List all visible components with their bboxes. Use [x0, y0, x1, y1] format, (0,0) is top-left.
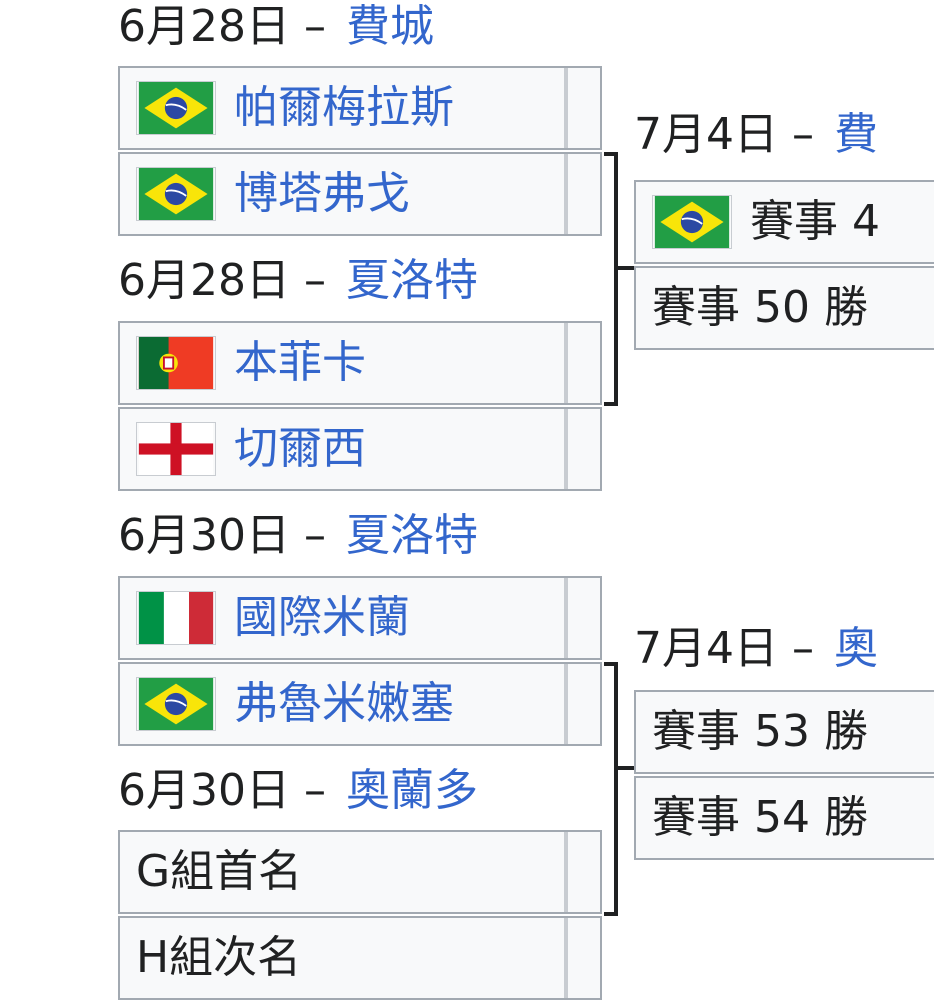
team-row: H組次名	[118, 916, 602, 1000]
date-separator: –	[792, 623, 814, 674]
match-date-header: 7月4日 – 費	[634, 110, 878, 160]
brazil-flag-icon	[136, 81, 216, 135]
match-date: 6月28日	[118, 255, 290, 306]
score-cell	[564, 323, 600, 403]
team-link[interactable]: 弗魯米嫩塞	[234, 678, 454, 729]
team-row: 賽事 53 勝	[634, 690, 934, 774]
england-flag-icon	[136, 422, 216, 476]
team-placeholder: 賽事 54 勝	[652, 792, 868, 843]
score-cell	[564, 68, 600, 148]
match-date: 6月30日	[118, 510, 290, 561]
match-date-header: 6月30日 – 奧蘭多	[118, 766, 478, 816]
match-date-header: 6月28日 – 費城	[118, 2, 434, 52]
match-table: 賽事 4 賽事 50 勝	[634, 180, 934, 350]
brazil-flag-icon	[652, 195, 732, 249]
team-row: 本菲卡	[118, 321, 602, 405]
team-link[interactable]: 切爾西	[234, 423, 366, 474]
team-placeholder: G組首名	[136, 846, 303, 897]
score-cell	[564, 154, 600, 234]
match-date: 7月4日	[634, 623, 778, 674]
italy-flag-icon	[136, 591, 216, 645]
match-date: 7月4日	[634, 109, 778, 160]
team-row: 博塔弗戈	[118, 152, 602, 236]
team-row: G組首名	[118, 830, 602, 914]
team-link[interactable]: 國際米蘭	[234, 592, 410, 643]
score-cell	[564, 578, 600, 658]
match-date-header: 6月30日 – 夏洛特	[118, 511, 478, 561]
bracket-connector	[604, 152, 618, 406]
score-cell	[564, 409, 600, 489]
venue-link[interactable]: 夏洛特	[345, 255, 478, 306]
team-link[interactable]: 帕爾梅拉斯	[234, 82, 454, 133]
team-row: 國際米蘭	[118, 576, 602, 660]
team-row: 賽事 4	[634, 180, 934, 264]
score-cell	[564, 918, 600, 998]
date-separator: –	[303, 255, 326, 306]
team-placeholder: 賽事 4	[750, 196, 880, 247]
score-cell	[564, 832, 600, 912]
team-placeholder: H組次名	[136, 932, 302, 983]
bracket-connector	[604, 662, 618, 916]
team-row: 切爾西	[118, 407, 602, 491]
venue-link[interactable]: 奧	[834, 623, 878, 674]
venue-link[interactable]: 夏洛特	[345, 510, 478, 561]
match-date-header: 7月4日 – 奧	[634, 624, 878, 674]
date-separator: –	[303, 1, 326, 52]
date-separator: –	[792, 109, 814, 160]
team-link[interactable]: 本菲卡	[234, 337, 366, 388]
date-separator: –	[303, 765, 326, 816]
tournament-bracket: 6月28日 – 費城 帕爾梅拉斯 博塔弗戈 6月28	[118, 2, 934, 1000]
team-placeholder: 賽事 53 勝	[652, 706, 868, 757]
match-table: 本菲卡 切爾西	[118, 321, 602, 491]
venue-link[interactable]: 費城	[345, 1, 434, 52]
match-date-header: 6月28日 – 夏洛特	[118, 256, 478, 306]
team-row: 弗魯米嫩塞	[118, 662, 602, 746]
venue-link[interactable]: 費	[834, 109, 878, 160]
score-cell	[564, 664, 600, 744]
brazil-flag-icon	[136, 677, 216, 731]
team-link[interactable]: 博塔弗戈	[234, 168, 410, 219]
match-date: 6月28日	[118, 1, 290, 52]
match-table: G組首名 H組次名	[118, 830, 602, 1000]
match-table: 國際米蘭 弗魯米嫩塞	[118, 576, 602, 746]
match-date: 6月30日	[118, 765, 290, 816]
bracket-stem	[614, 266, 634, 270]
brazil-flag-icon	[136, 167, 216, 221]
portugal-flag-icon	[136, 336, 216, 390]
match-table: 帕爾梅拉斯 博塔弗戈	[118, 66, 602, 236]
team-placeholder: 賽事 50 勝	[652, 282, 868, 333]
team-row: 賽事 54 勝	[634, 776, 934, 860]
team-row: 賽事 50 勝	[634, 266, 934, 350]
team-row: 帕爾梅拉斯	[118, 66, 602, 150]
bracket-stem	[614, 766, 634, 770]
date-separator: –	[303, 510, 326, 561]
match-table: 賽事 53 勝 賽事 54 勝	[634, 690, 934, 860]
venue-link[interactable]: 奧蘭多	[345, 765, 478, 816]
